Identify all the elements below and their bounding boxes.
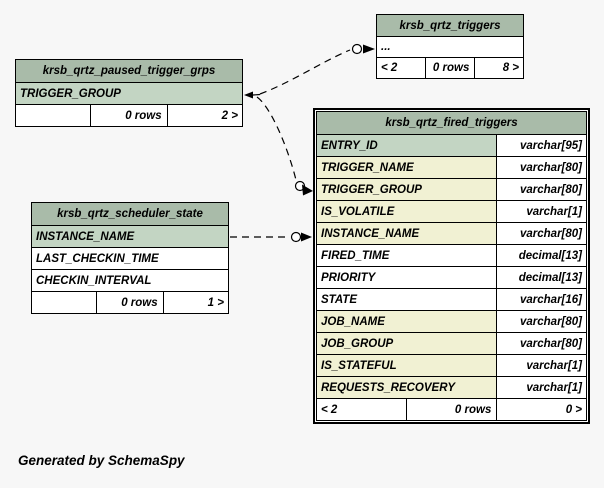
related-next-count: 1 > — [162, 292, 228, 313]
column-row: IS_VOLATILE varchar[1] — [317, 200, 586, 222]
column-row: ENTRY_ID varchar[95] — [317, 134, 586, 156]
column-name: TRIGGER_GROUP — [20, 87, 121, 100]
column-row: FIRED_TIME decimal[13] — [317, 244, 586, 266]
relationship-circle-icon — [351, 43, 363, 55]
column-row: ... — [377, 36, 523, 57]
related-prev-count — [32, 292, 96, 313]
column-type: varchar[80] — [496, 311, 586, 332]
column-row: TRIGGER_NAME varchar[80] — [317, 156, 586, 178]
column-name: INSTANCE_NAME — [317, 223, 496, 244]
column-row: JOB_NAME varchar[80] — [317, 310, 586, 332]
column-name: FIRED_TIME — [317, 245, 496, 266]
column-type: varchar[80] — [496, 157, 586, 178]
relationship-circle-icon — [294, 180, 306, 192]
column-type: varchar[80] — [496, 179, 586, 200]
column-type: varchar[1] — [496, 355, 586, 376]
column-name: INSTANCE_NAME — [36, 230, 135, 243]
related-next-count: 8 > — [474, 58, 523, 78]
column-row: TRIGGER_GROUP varchar[80] — [317, 178, 586, 200]
row-count: 0 rows — [405, 399, 497, 420]
relationship-circle-icon — [290, 231, 302, 243]
table-footer: < 2 0 rows 0 > — [317, 398, 586, 420]
table-krsb_qrtz_paused_trigger_grps[interactable]: krsb_qrtz_paused_trigger_grps TRIGGER_GR… — [15, 59, 243, 127]
table-footer: 0 rows 2 > — [16, 104, 242, 126]
column-name: IS_VOLATILE — [317, 201, 496, 222]
related-prev-count — [16, 105, 90, 126]
related-prev-count: < 2 — [381, 62, 398, 74]
related-prev-count: < 2 — [321, 403, 338, 416]
column-name: ENTRY_ID — [317, 135, 496, 156]
table-krsb_qrtz_scheduler_state[interactable]: krsb_qrtz_scheduler_state INSTANCE_NAME … — [31, 202, 229, 314]
column-name: JOB_GROUP — [317, 333, 496, 354]
column-name: ... — [381, 41, 391, 53]
column-name: LAST_CHECKIN_TIME — [36, 252, 159, 265]
table-name: krsb_qrtz_scheduler_state — [32, 203, 228, 225]
column-name: CHECKIN_INTERVAL — [36, 274, 152, 287]
related-next-count: 0 > — [496, 399, 586, 420]
column-type: decimal[13] — [496, 267, 586, 288]
relationship-arrowhead-icon — [301, 232, 312, 242]
relationship-arrowhead-icon — [363, 44, 375, 54]
table-footer: < 2 0 rows 8 > — [377, 57, 523, 78]
column-row: STATE varchar[16] — [317, 288, 586, 310]
table-name: krsb_qrtz_paused_trigger_grps — [16, 60, 242, 82]
column-type: varchar[1] — [496, 377, 586, 398]
table-krsb_qrtz_fired_triggers[interactable]: krsb_qrtz_fired_triggers ENTRY_ID varcha… — [313, 108, 590, 424]
column-type: varchar[95] — [496, 135, 586, 156]
column-name: REQUESTS_RECOVERY — [317, 377, 496, 398]
relationship-paused-to-fired — [256, 96, 313, 196]
column-name: TRIGGER_NAME — [317, 157, 496, 178]
table-name: krsb_qrtz_triggers — [377, 15, 523, 36]
column-type: varchar[80] — [496, 223, 586, 244]
column-type: decimal[13] — [496, 245, 586, 266]
column-name: STATE — [317, 289, 496, 310]
column-row: PRIORITY decimal[13] — [317, 266, 586, 288]
column-row: INSTANCE_NAME — [32, 225, 228, 247]
column-row: REQUESTS_RECOVERY varchar[1] — [317, 376, 586, 398]
column-row: JOB_GROUP varchar[80] — [317, 332, 586, 354]
row-count: 0 rows — [424, 58, 475, 78]
generator-caption: Generated by SchemaSpy — [18, 453, 185, 468]
column-type: varchar[1] — [496, 201, 586, 222]
column-row: IS_STATEFUL varchar[1] — [317, 354, 586, 376]
table-footer: 0 rows 1 > — [32, 291, 228, 313]
relationship-arrowhead-icon — [302, 184, 313, 196]
column-row: TRIGGER_GROUP — [16, 82, 242, 104]
column-name: IS_STATEFUL — [317, 355, 496, 376]
table-name: krsb_qrtz_fired_triggers — [317, 112, 586, 134]
column-row: CHECKIN_INTERVAL — [32, 269, 228, 291]
column-row: INSTANCE_NAME varchar[80] — [317, 222, 586, 244]
table-krsb_qrtz_triggers[interactable]: krsb_qrtz_triggers ... < 2 0 rows 8 > — [376, 14, 524, 79]
relationship-paused-to-triggers — [244, 43, 375, 99]
column-name: PRIORITY — [317, 267, 496, 288]
relationship-scheduler-to-fired — [230, 231, 312, 243]
column-type: varchar[16] — [496, 289, 586, 310]
row-count: 0 rows — [96, 292, 162, 313]
relationship-arrowhead-icon — [244, 91, 253, 99]
column-name: JOB_NAME — [317, 311, 496, 332]
row-count: 0 rows — [90, 105, 166, 126]
column-type: varchar[80] — [496, 333, 586, 354]
column-row: LAST_CHECKIN_TIME — [32, 247, 228, 269]
column-name: TRIGGER_GROUP — [317, 179, 496, 200]
related-next-count: 2 > — [166, 105, 242, 126]
